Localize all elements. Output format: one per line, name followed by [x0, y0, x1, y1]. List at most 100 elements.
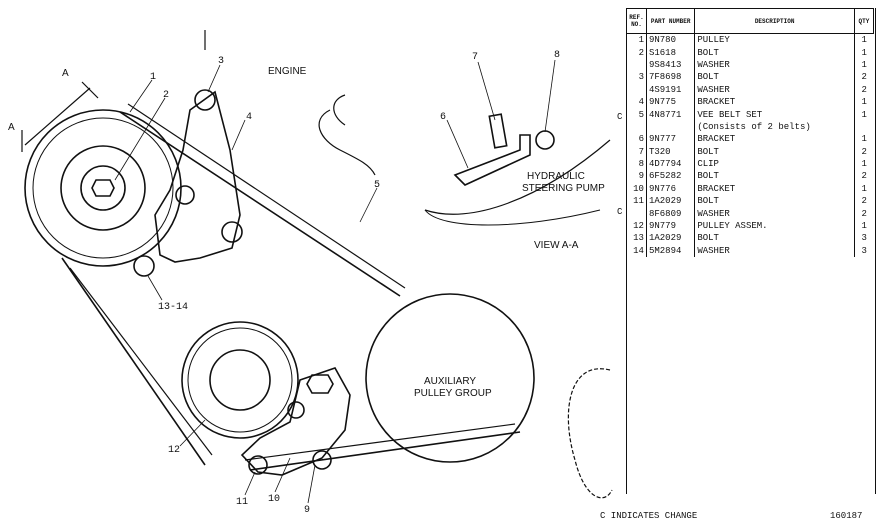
- qty-cell: 2: [861, 146, 867, 157]
- description-cell: BOLT: [694, 232, 855, 245]
- qty-cell: 2: [861, 208, 867, 219]
- ref-no-cell: 5: [626, 108, 647, 121]
- description-cell: BOLT: [694, 71, 855, 84]
- part-number-cell: 4S9191: [646, 83, 696, 96]
- description-cell: VEE BELT SET: [694, 108, 855, 121]
- ref-no-cell: 8: [626, 157, 647, 171]
- callout-13-14: 13-14: [158, 302, 189, 313]
- ref-no-cell: 6: [626, 133, 647, 146]
- main-pulley: [24, 109, 182, 267]
- qty-cell: 1: [861, 47, 867, 58]
- part-number-cell: 9N776: [646, 182, 696, 196]
- part-number-cell: 5M2894: [646, 244, 696, 258]
- part-number-cell: 4N8771: [646, 108, 696, 121]
- change-footnote: C INDICATES CHANGE: [600, 511, 698, 521]
- callout-9: 9: [304, 505, 311, 516]
- callout-8: 8: [554, 50, 561, 61]
- callout-11: 11: [236, 497, 249, 508]
- callout-5: 5: [374, 180, 381, 191]
- vee-belt-upper: [119, 111, 401, 297]
- pulley-12: [181, 321, 299, 439]
- table-row: (Consists of 2 belts): [626, 120, 874, 134]
- ref-no-cell: 10: [626, 182, 647, 196]
- header-part-number: PART NUMBER: [645, 8, 696, 34]
- part-number-cell: 9N780: [646, 33, 696, 47]
- washer-13-14: [133, 255, 155, 277]
- part-number-cell: T320: [646, 145, 696, 158]
- qty-cell: 1: [861, 134, 867, 145]
- ref-no-cell: 13: [626, 232, 647, 245]
- header-description: DESCRIPTION: [694, 8, 855, 34]
- change-marker-row-11: C: [617, 207, 623, 217]
- description-cell: BRACKET: [694, 95, 855, 109]
- qty-cell: 1: [861, 35, 867, 46]
- aux-pulley-label-line2: PULLEY GROUP: [414, 388, 492, 399]
- pulley-hub: [60, 145, 146, 231]
- description-cell: BRACKET: [694, 182, 855, 196]
- page-code: 160187: [830, 511, 863, 521]
- description-cell: WASHER: [694, 207, 855, 220]
- pump-label-line2: STEERING PUMP: [522, 183, 605, 194]
- bracket-4: [154, 90, 241, 263]
- qty-cell: 2: [861, 171, 867, 182]
- header-qty: QTY: [853, 8, 875, 34]
- callout-2: 2: [163, 90, 170, 101]
- description-cell: BOLT: [694, 170, 855, 183]
- part-number-cell: S1618: [646, 46, 696, 59]
- view-a-a-label: VIEW A-A: [534, 240, 579, 251]
- callout-7: 7: [472, 52, 479, 63]
- description-cell: WASHER: [694, 83, 855, 96]
- description-cell: BRACKET: [694, 133, 855, 146]
- parts-table: REF. NO. PART NUMBER DESCRIPTION QTY 1 9N…: [626, 8, 875, 258]
- header-ref-no: REF. NO.: [626, 8, 647, 34]
- bolt-7: [488, 113, 508, 149]
- ref-no-cell: 14: [626, 244, 647, 258]
- qty-cell: 2: [861, 196, 867, 207]
- ref-no-cell: 2: [626, 46, 647, 59]
- ref-no-cell: [626, 207, 647, 220]
- part-number-cell: 9N777: [646, 133, 696, 146]
- part-number-cell: 6F5282: [646, 170, 696, 183]
- qty-cell: 3: [861, 233, 867, 244]
- ref-no-cell: [626, 120, 647, 134]
- table-header-row: REF. NO. PART NUMBER DESCRIPTION QTY: [626, 8, 875, 34]
- bolt-3: [194, 89, 216, 111]
- ref-no-cell: [626, 58, 647, 72]
- ref-no-cell: [626, 83, 647, 96]
- part-number-cell: [646, 120, 696, 134]
- pump-label-line1: HYDRAULIC: [527, 171, 585, 182]
- description-cell: PULLEY ASSEM.: [694, 219, 855, 233]
- qty-cell: 1: [861, 221, 867, 232]
- ref-no-cell: 7: [626, 145, 647, 158]
- center-bolt-head: [91, 179, 115, 197]
- qty-cell: 1: [861, 183, 867, 194]
- part-number-cell: 9N779: [646, 219, 696, 233]
- ref-no-cell: 11: [626, 195, 647, 208]
- qty-cell: 1: [861, 59, 867, 70]
- description-cell: (Consists of 2 belts): [694, 120, 855, 134]
- auxiliary-pulley: [365, 293, 535, 463]
- callout-12: 12: [168, 445, 181, 456]
- part-number-cell: 7F8698: [646, 71, 696, 84]
- ref-no-cell: 12: [626, 219, 647, 233]
- description-cell: PULLEY: [694, 33, 855, 47]
- callout-4: 4: [246, 112, 253, 123]
- parts-drawing: [21, 30, 613, 504]
- engine-label: ENGINE: [268, 66, 307, 77]
- clip-8: [535, 130, 555, 150]
- description-cell: WASHER: [694, 58, 855, 72]
